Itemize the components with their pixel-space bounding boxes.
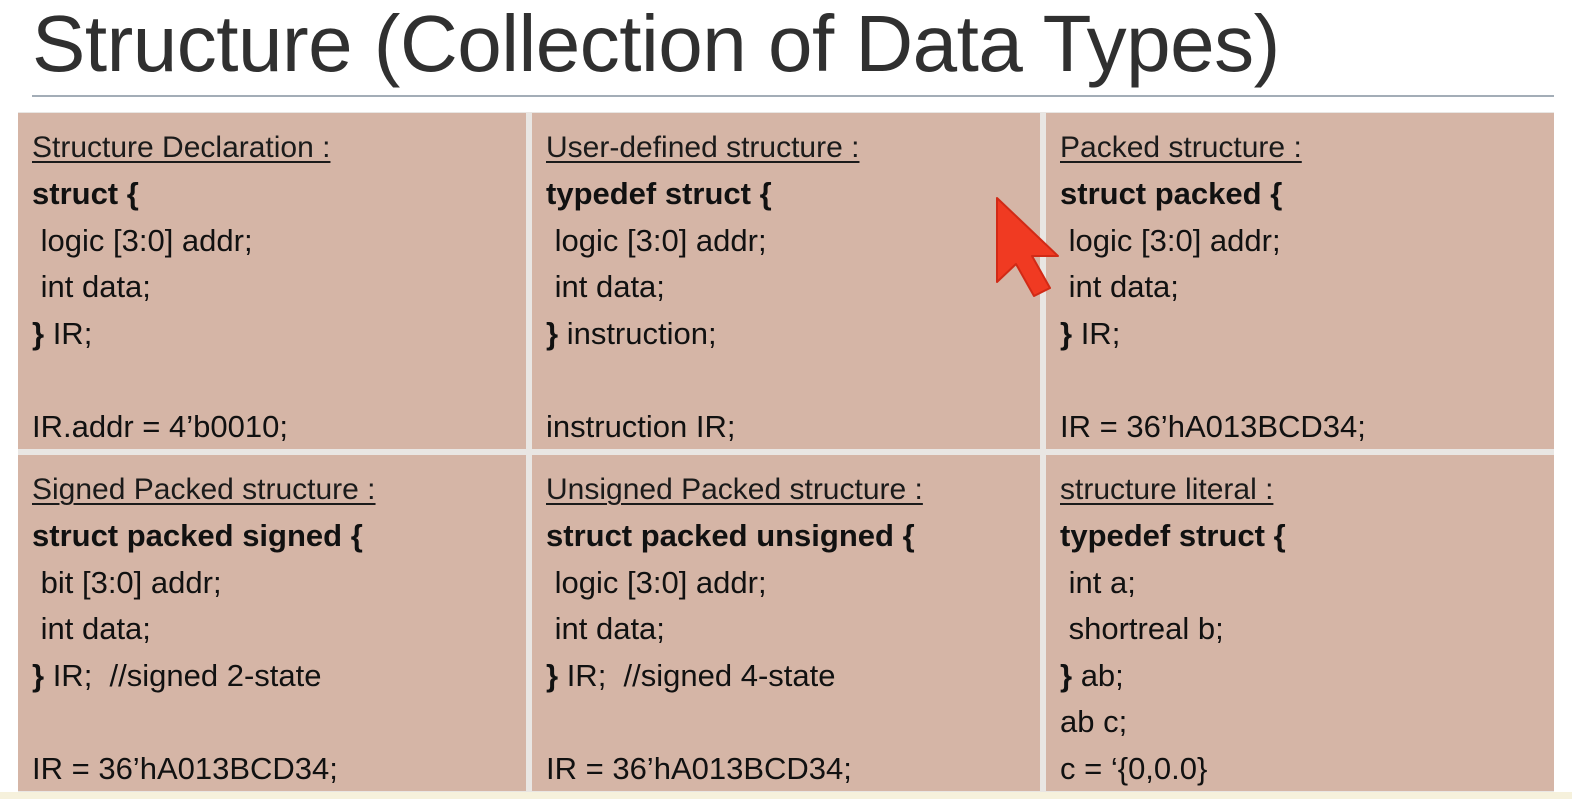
code-line — [546, 357, 1026, 404]
cell-heading: User-defined structure : — [546, 131, 860, 164]
code-line: } IR; //signed 2-state — [32, 657, 322, 693]
code-line: } ab; — [1060, 657, 1124, 693]
code-line: int data; — [32, 611, 151, 646]
cell-heading: Signed Packed structure : — [32, 473, 376, 506]
code-line: bit [3:0] addr; — [32, 564, 222, 600]
cell-structure-literal: structure literal : typedef struct { int… — [1046, 455, 1554, 791]
cell-packed-structure: Packed structure : struct packed { logic… — [1046, 113, 1554, 449]
code-line: IR.addr = 4’b0010; — [32, 408, 288, 444]
code-line: struct packed unsigned { — [546, 518, 915, 553]
code-line: logic [3:0] addr; — [32, 222, 253, 258]
code-line: int data; — [1060, 269, 1179, 304]
cell-heading: Structure Declaration : — [32, 131, 331, 164]
code-line — [546, 699, 1026, 746]
structure-examples-grid: Structure Declaration : struct { logic [… — [18, 112, 1554, 792]
code-line: } instruction; — [546, 315, 717, 351]
code-line: int data; — [546, 611, 665, 646]
code-line: logic [3:0] addr; — [1060, 222, 1281, 258]
code-line: struct packed signed { — [32, 518, 363, 553]
code-line: IR = 36’hA013BCD34; — [1060, 408, 1366, 444]
code-line: } IR; — [1060, 315, 1121, 351]
cell-unsigned-packed-structure: Unsigned Packed structure : struct packe… — [532, 455, 1040, 791]
cell-heading: Packed structure : — [1060, 131, 1302, 164]
code-line: int data; — [32, 269, 151, 304]
code-line — [32, 357, 512, 404]
cell-heading: structure literal : — [1060, 473, 1274, 506]
code-line: instruction IR; — [546, 408, 736, 444]
cell-heading: Unsigned Packed structure : — [546, 473, 923, 506]
cell-user-defined-structure: User-defined structure : typedef struct … — [532, 113, 1040, 449]
code-line: } IR; — [32, 315, 93, 351]
cell-signed-packed-structure: Signed Packed structure : struct packed … — [18, 455, 526, 791]
cell-structure-declaration: Structure Declaration : struct { logic [… — [18, 113, 526, 449]
mouse-pointer-arrow-icon — [996, 197, 1059, 297]
slide-title: Structure (Collection of Data Types) — [32, 0, 1280, 88]
code-line: int a; — [1060, 564, 1136, 600]
bottom-strip — [0, 792, 1572, 799]
code-line: struct packed { — [1060, 176, 1283, 211]
code-line: c = ‘{0,0.0} — [1060, 750, 1208, 786]
code-line: } IR; //signed 4-state — [546, 657, 836, 693]
code-line — [32, 699, 512, 746]
code-line: struct { — [32, 176, 139, 211]
code-line: IR = 36’hA013BCD34; — [32, 750, 338, 786]
code-line: typedef struct { — [1060, 518, 1286, 553]
code-line: ab c; — [1060, 704, 1128, 739]
code-line: logic [3:0] addr; — [546, 564, 767, 600]
code-line: IR = 36’hA013BCD34; — [546, 750, 852, 786]
title-divider — [32, 95, 1554, 97]
code-line — [1060, 357, 1540, 404]
code-line: int data; — [546, 269, 665, 304]
code-line: typedef struct { — [546, 176, 772, 211]
code-line: shortreal b; — [1060, 611, 1224, 646]
code-line: logic [3:0] addr; — [546, 222, 767, 258]
